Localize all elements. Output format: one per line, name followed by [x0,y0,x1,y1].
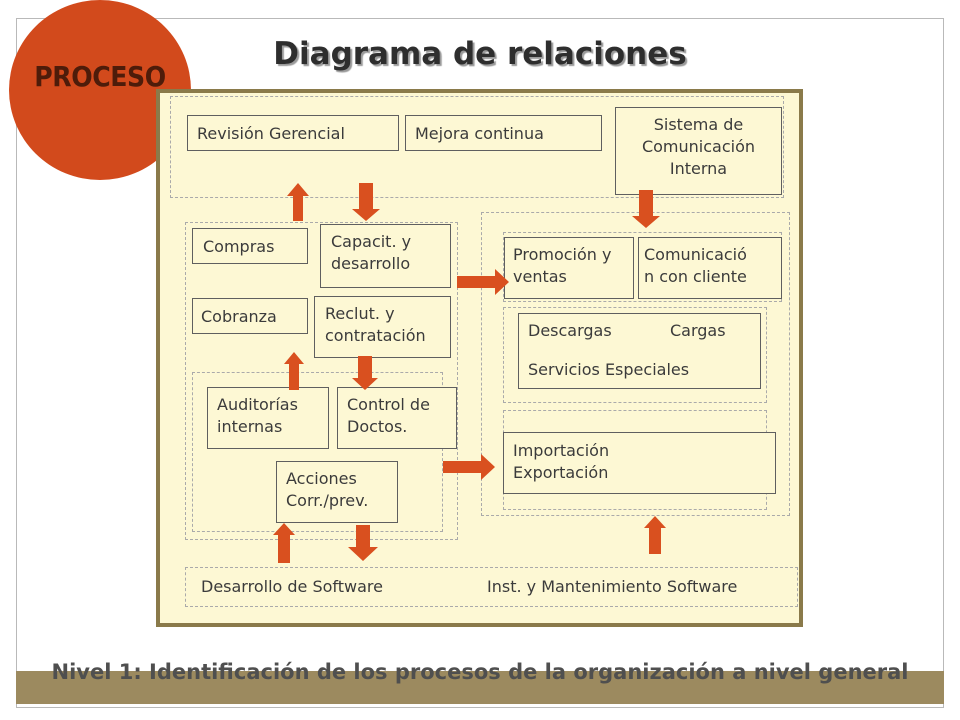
box-cobranza-label: Cobranza [201,307,277,326]
page-title: Diagrama de relaciones [273,36,687,72]
software-inst-label: Inst. y Mantenimiento Software [487,577,738,596]
box-reclutamiento-label: Reclut. y contratación [325,304,426,345]
group-services [503,307,767,403]
arrow-up-to-importacion [644,516,666,554]
servicios-especiales-label: Servicios Especiales [528,360,690,379]
arrow-right-to-importacion [443,454,495,480]
box-capacitacion: Capacit. y desarrollo [320,224,451,288]
box-cobranza: Cobranza [192,298,308,334]
group-software [185,567,798,607]
box-mejora-continua-label: Mejora continua [415,124,544,143]
box-compras-label: Compras [203,237,275,256]
box-control-doctos: Control de Doctos. [337,387,457,449]
box-promocion-ventas-label: Promoción y ventas [513,245,612,286]
box-revision-gerencial-label: Revisión Gerencial [197,124,345,143]
box-promocion-ventas: Promoción y ventas [504,237,634,299]
arrow-down-to-control [352,356,378,390]
box-importacion: Importación Exportación [503,432,776,494]
box-auditorias-label: Auditorías internas [217,395,298,436]
box-compras: Compras [192,228,308,264]
box-acciones-label: Acciones Corr./prev. [286,469,369,510]
box-control-doctos-label: Control de Doctos. [347,395,430,436]
arrow-up-to-cobranza [284,352,304,390]
cargas-label: Cargas [670,321,726,340]
arrow-right-to-promocion [457,269,509,295]
box-comunicacion-cliente: Comunicació n con cliente [638,237,782,299]
group-management [170,96,784,198]
box-comunicacion-cliente-label: Comunicació n con cliente [644,245,747,286]
group-quality [192,372,443,532]
box-sistema-comunicacion-label: Sistema de Comunicación Interna [641,115,756,178]
box-acciones: Acciones Corr./prev. [276,461,398,523]
arrow-down-to-capacitacion [352,183,380,221]
box-capacitacion-label: Capacit. y desarrollo [331,232,412,273]
box-sistema-comunicacion: Sistema de Comunicación Interna [615,107,782,195]
arrow-down-to-software [348,525,378,561]
software-dev-label: Desarrollo de Software [201,577,383,596]
box-servicios [518,313,761,389]
descargas-label: Descargas [528,321,612,340]
arrow-up-to-revision [287,183,309,221]
group-support [185,222,458,540]
slide-frame [16,18,944,708]
box-importacion-label: Importación Exportación [513,441,610,482]
group-operations [481,212,790,516]
footer-band [16,671,944,704]
arrow-down-to-promocion [632,190,660,228]
box-auditorias: Auditorías internas [207,387,329,449]
footer-caption: Nivel 1: Identificación de los procesos … [51,660,909,684]
box-revision-gerencial: Revisión Gerencial [187,115,399,151]
box-mejora-continua: Mejora continua [405,115,602,151]
proceso-badge-label: PROCESO [34,60,166,93]
box-reclutamiento: Reclut. y contratación [314,296,451,358]
arrow-up-to-acciones [273,523,295,563]
